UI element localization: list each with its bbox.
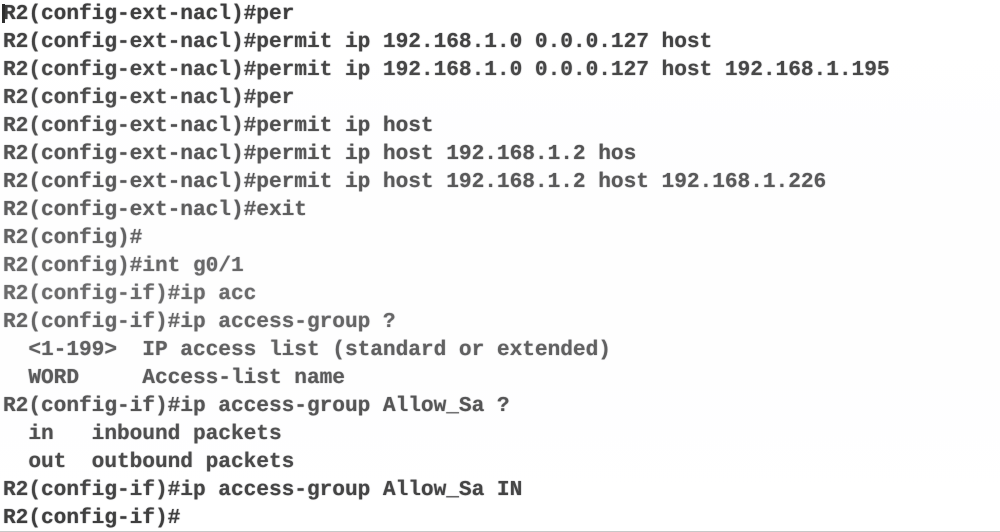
terminal-line: R2(config-if)#ip access-group Allow_Sa I… (3, 478, 523, 502)
terminal-line: R2(config-ext-nacl)#permit ip 192.168.1.… (3, 58, 890, 82)
terminal-line: R2(config-if)#ip access-group Allow_Sa ? (3, 394, 510, 418)
terminal-output-area[interactable]: R2(config-ext-nacl)#per R2(config-ext-na… (3, 0, 1000, 531)
terminal-help-line: in inbound packets (3, 422, 282, 446)
terminal-line: R2(config-ext-nacl)#per (3, 86, 295, 110)
terminal-line: R2(config-ext-nacl)#permit ip host 192.1… (3, 142, 637, 166)
terminal-help-line: WORD Access-list name (3, 366, 345, 390)
terminal-line: R2(config-ext-nacl)#permit ip host (3, 114, 434, 138)
terminal-line: R2(config-if)#ip acc (3, 282, 257, 306)
terminal-line: R2(config-ext-nacl)#per (3, 2, 295, 26)
terminal-line: R2(config-ext-nacl)#permit ip host 192.1… (3, 170, 827, 194)
terminal-help-line: out outbound packets (3, 450, 295, 474)
terminal-prompt-line: R2(config-if)# (3, 506, 181, 530)
terminal-line: R2(config-if)#ip access-group ? (3, 310, 396, 334)
terminal-line: R2(config-ext-nacl)#permit ip 192.168.1.… (3, 30, 713, 54)
terminal-line: R2(config-ext-nacl)#exit (3, 198, 307, 222)
terminal-line: R2(config)# (3, 226, 143, 250)
text-caret-icon (2, 4, 5, 23)
terminal-help-line: <1-199> IP access list (standard or exte… (3, 338, 611, 362)
terminal-line: R2(config)#int g0/1 (3, 254, 244, 278)
